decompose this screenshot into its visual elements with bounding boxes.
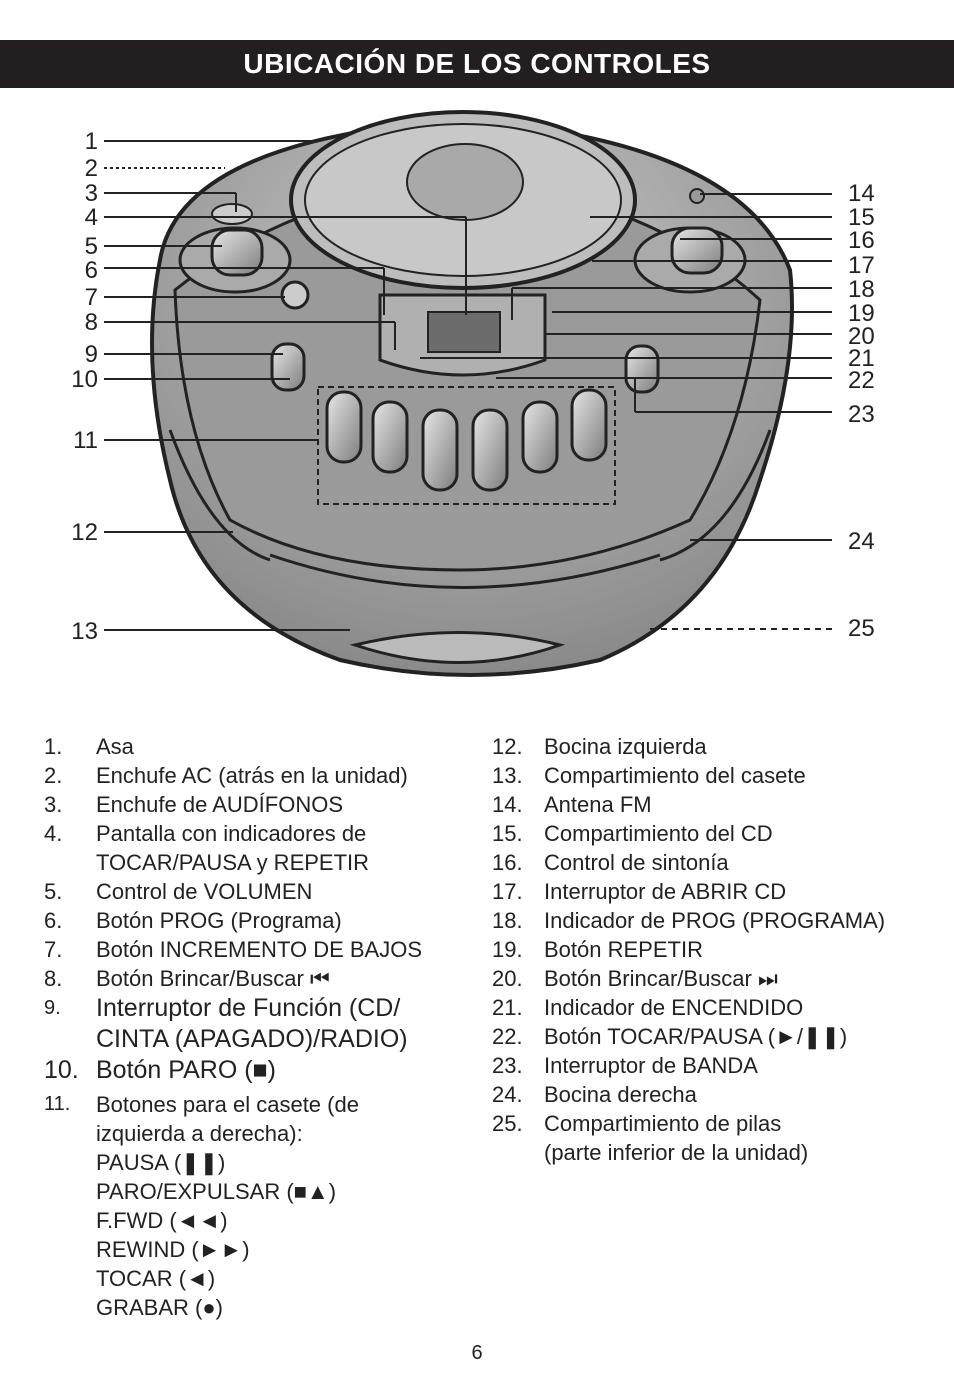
list-item: 21.Indicador de ENCENDIDO bbox=[492, 995, 804, 1020]
sub-item: F.FWD (◄◄) bbox=[96, 1208, 228, 1233]
callout-8: 8 bbox=[85, 309, 98, 336]
boombox-diagram: 1 2 3 4 5 6 7 8 9 10 11 12 13 14 15 16 1… bbox=[71, 110, 875, 677]
cassette-buttons-area bbox=[317, 386, 616, 505]
callout-1: 1 bbox=[85, 128, 98, 155]
callout-15: 15 bbox=[848, 204, 875, 231]
controls-list-right: 12.Bocina izquierda 13.Compartimiento de… bbox=[492, 732, 942, 1167]
list-item: 24.Bocina derecha bbox=[492, 1082, 697, 1107]
list-item: 10.Botón PARO (■) bbox=[44, 1056, 276, 1084]
list-item: 23.Interruptor de BANDA bbox=[492, 1053, 758, 1078]
cassette-button-list: PAUSA (❚❚) PARO/EXPULSAR (■▲) F.FWD (◄◄)… bbox=[44, 1148, 474, 1322]
bass-button bbox=[280, 280, 310, 310]
list-item: 3.Enchufe de AUDÍFONOS bbox=[44, 792, 343, 817]
callout-11: 11 bbox=[73, 427, 98, 454]
list-item: 13.Compartimiento del casete bbox=[492, 763, 806, 788]
callout-23: 23 bbox=[848, 401, 875, 428]
callout-19: 19 bbox=[848, 300, 875, 327]
list-item: 12.Bocina izquierda bbox=[492, 734, 707, 759]
callout-2: 2 bbox=[85, 155, 98, 182]
display-screen bbox=[427, 311, 501, 353]
callout-13: 13 bbox=[71, 618, 98, 645]
list-item: 20.Botón Brincar/Buscar ⏭ bbox=[492, 966, 778, 991]
callout-24: 24 bbox=[848, 528, 875, 555]
callout-18: 18 bbox=[848, 276, 875, 303]
sub-item: GRABAR (●) bbox=[96, 1295, 223, 1320]
function-switch bbox=[270, 342, 306, 392]
list-item: 19.Botón REPETIR bbox=[492, 937, 703, 962]
list-item: 2.Enchufe AC (atrás en la unidad) bbox=[44, 763, 408, 788]
callout-10: 10 bbox=[71, 366, 98, 393]
callout-4: 4 bbox=[85, 204, 98, 231]
band-switch bbox=[624, 344, 660, 394]
callout-16: 16 bbox=[848, 227, 875, 254]
callout-25: 25 bbox=[848, 615, 875, 642]
tuning-knob bbox=[670, 226, 724, 275]
list-item: 9.Interruptor de Función (CD/CINTA (APAG… bbox=[44, 994, 408, 1053]
list-item: 8.Botón Brincar/Buscar ⏮ bbox=[44, 966, 330, 991]
list-item: 7.Botón INCREMENTO DE BAJOS bbox=[44, 937, 423, 962]
list-item: 14.Antena FM bbox=[492, 792, 652, 817]
section-title: UBICACIÓN DE LOS CONTROLES bbox=[243, 48, 711, 79]
cassette-compartment bbox=[349, 631, 566, 664]
list-item: 22.Botón TOCAR/PAUSA (►/❚❚) bbox=[492, 1024, 848, 1049]
callout-21: 21 bbox=[848, 345, 875, 372]
volume-knob bbox=[210, 228, 264, 277]
list-item: 18.Indicador de PROG (PROGRAMA) bbox=[492, 908, 886, 933]
list-item: 5.Control de VOLUMEN bbox=[44, 879, 313, 904]
list-item: 17.Interruptor de ABRIR CD bbox=[492, 879, 787, 904]
section-header: UBICACIÓN DE LOS CONTROLES bbox=[0, 40, 954, 88]
antenna bbox=[689, 188, 705, 204]
callout-7: 7 bbox=[85, 284, 98, 311]
controls-list-left: 1.Asa 2.Enchufe AC (atrás en la unidad) … bbox=[44, 732, 474, 1322]
callout-22: 22 bbox=[848, 367, 875, 394]
headphone-jack bbox=[211, 203, 253, 225]
sub-item: TOCAR (◄) bbox=[96, 1266, 216, 1291]
callout-3: 3 bbox=[85, 180, 98, 207]
list-item: 15.Compartimiento del CD bbox=[492, 821, 773, 846]
list-item: 25.Compartimiento de pilas(parte inferio… bbox=[492, 1111, 809, 1165]
list-item: 1.Asa bbox=[44, 734, 134, 759]
sub-item: PAUSA (❚❚) bbox=[96, 1150, 226, 1175]
callout-9: 9 bbox=[85, 341, 98, 368]
sub-item: PARO/EXPULSAR (■▲) bbox=[96, 1179, 337, 1204]
callout-5: 5 bbox=[85, 233, 98, 260]
callout-12: 12 bbox=[71, 519, 98, 546]
callout-14: 14 bbox=[848, 180, 875, 207]
list-item: 6.Botón PROG (Programa) bbox=[44, 908, 342, 933]
page-number: 6 bbox=[471, 1342, 483, 1364]
list-item: 16.Control de sintonía bbox=[492, 850, 729, 875]
callout-6: 6 bbox=[85, 257, 98, 284]
sub-item: REWIND (►►) bbox=[96, 1237, 250, 1262]
callout-20: 20 bbox=[848, 323, 875, 350]
callout-17: 17 bbox=[848, 252, 875, 279]
